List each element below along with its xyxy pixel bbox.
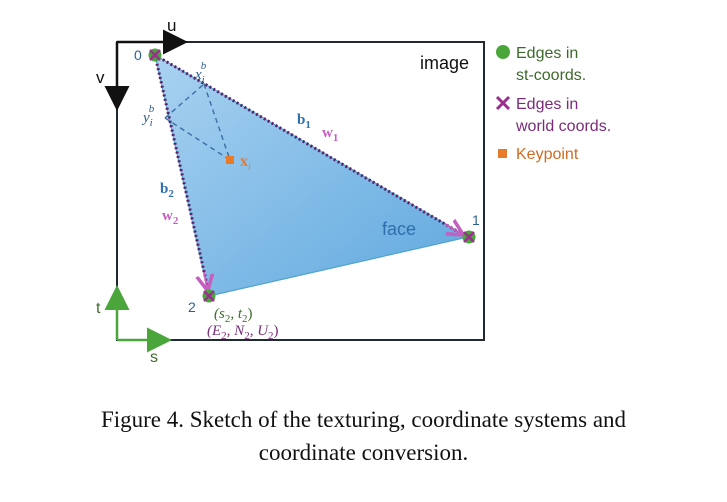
w2-label: w2 [162, 208, 179, 227]
dashed-xb [203, 83, 231, 161]
legend-st-line2: st-coords. [516, 67, 586, 84]
dashed-yb [164, 117, 231, 161]
yb-label: yib [141, 103, 155, 129]
axis-s-label: s [150, 349, 158, 366]
vertex-0-marker [148, 48, 162, 62]
xb-label: xib [194, 60, 207, 86]
world-coordinates: (E2, N2, U2) [207, 323, 279, 342]
face-label: face [382, 219, 416, 239]
figure-caption: Figure 4. Sketch of the texturing, coord… [40, 403, 687, 469]
edge-b2 [153, 54, 210, 290]
image-frame [116, 41, 485, 341]
vertex-0-label: 0 [134, 47, 142, 63]
keypoint-label: xi [240, 153, 251, 173]
edge-w2-arrow [204, 271, 207, 287]
legend-world-line2: world coords. [515, 118, 611, 135]
caption-line-2: coordinate conversion. [258, 440, 469, 465]
legend-keypoint: Keypoint [516, 146, 579, 163]
axis-u-label: u [167, 16, 176, 35]
vertex-2-marker [202, 289, 216, 303]
keypoint-marker [226, 156, 234, 164]
face-triangle [154, 53, 470, 297]
caption-line-1: Figure 4. Sketch of the texturing, coord… [100, 407, 627, 432]
b2-label: b2 [160, 181, 174, 200]
legend-square-icon [498, 149, 507, 158]
edge-b1 [154, 53, 463, 236]
vertex-1-label: 1 [472, 212, 480, 228]
b1-label: b1 [297, 112, 311, 131]
edge-w1-arrow [444, 224, 460, 233]
vertex-2-label: 2 [188, 299, 196, 315]
axis-v-label: v [96, 68, 105, 87]
texturing-diagram: u v t s 0 1 2 image face b1 w1 b2 w2 xib… [96, 16, 611, 366]
st-coordinates: (s2, t2) [214, 306, 253, 325]
legend-st-line1: Edges in [516, 45, 578, 62]
axis-t-label: t [96, 300, 101, 317]
legend-world-line1: Edges in [516, 96, 578, 113]
legend-cross-icon [495, 95, 511, 111]
image-label: image [420, 53, 469, 73]
legend-circle-icon [496, 45, 510, 59]
vertex-1-marker [462, 230, 476, 244]
legend: Edges in st-coords. Edges in world coord… [495, 45, 611, 163]
w1-label: w1 [322, 125, 338, 144]
